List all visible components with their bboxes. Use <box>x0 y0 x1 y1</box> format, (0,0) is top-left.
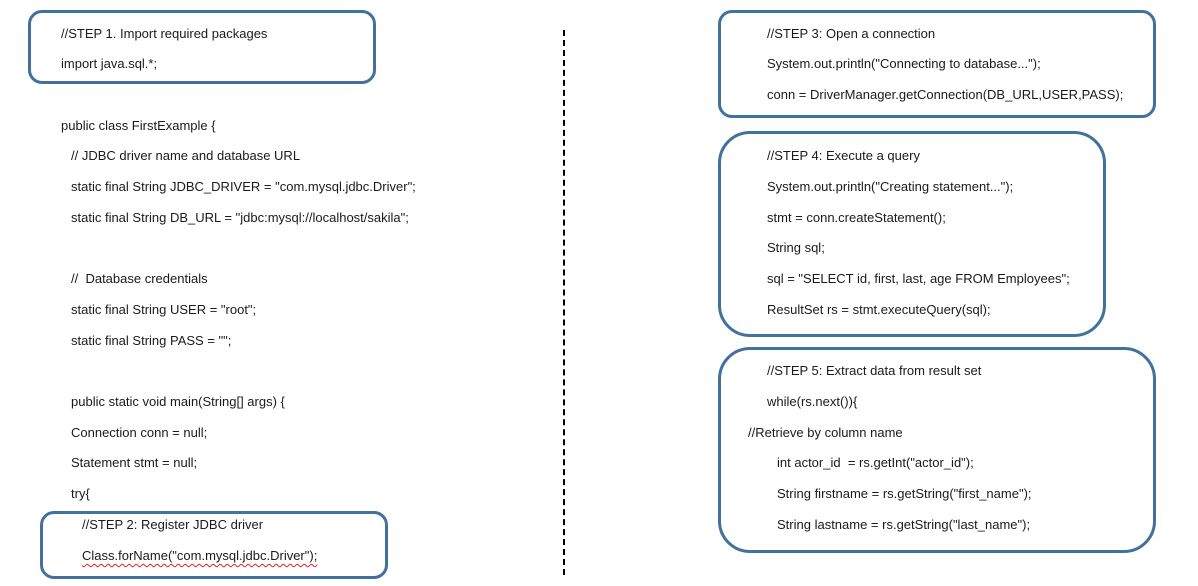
pass-line: static final String PASS = ""; <box>71 333 232 348</box>
step4-line: ResultSet rs = stmt.executeQuery(sql); <box>767 302 991 317</box>
jdbc-comment: // JDBC driver name and database URL <box>71 148 301 163</box>
import-line: import java.sql.*; <box>61 56 158 71</box>
step3-line: conn = DriverManager.getConnection(DB_UR… <box>767 87 1124 102</box>
step5-box <box>718 347 1156 553</box>
step3-line: System.out.println("Connecting to databa… <box>767 56 1041 71</box>
step3-comment: //STEP 3: Open a connection <box>767 26 936 41</box>
step4-line: String sql; <box>767 240 825 255</box>
step2-code: Class.forName("com.mysql.jdbc.Driver"); <box>82 548 318 563</box>
step5-comment: //STEP 5: Extract data from result set <box>767 363 982 378</box>
step4-line: stmt = conn.createStatement(); <box>767 210 946 225</box>
step5-line: String firstname = rs.getString("first_n… <box>777 486 1032 501</box>
credentials-comment: // Database credentials <box>71 271 208 286</box>
jdbc-driver-line: static final String JDBC_DRIVER = "com.m… <box>71 179 416 194</box>
step2-comment: //STEP 2: Register JDBC driver <box>82 517 264 532</box>
step3-box <box>718 10 1156 118</box>
try-line: try{ <box>71 486 90 501</box>
step4-box <box>718 131 1106 337</box>
conn-declaration: Connection conn = null; <box>71 425 208 440</box>
step5-line: int actor_id = rs.getInt("actor_id"); <box>777 455 974 470</box>
stmt-declaration: Statement stmt = null; <box>71 455 198 470</box>
step4-line: System.out.println("Creating statement..… <box>767 179 1014 194</box>
step4-comment: //STEP 4: Execute a query <box>767 148 920 163</box>
step4-line: sql = "SELECT id, first, last, age FROM … <box>767 271 1070 286</box>
class-declaration: public class FirstExample { <box>61 118 216 133</box>
column-divider <box>563 30 565 575</box>
user-line: static final String USER = "root"; <box>71 302 257 317</box>
step1-box <box>28 10 376 84</box>
step2-box <box>40 511 388 579</box>
main-declaration: public static void main(String[] args) { <box>71 394 285 409</box>
step1-comment: //STEP 1. Import required packages <box>61 26 268 41</box>
while-line: while(rs.next()){ <box>767 394 858 409</box>
retrieve-comment: //Retrieve by column name <box>748 425 903 440</box>
step5-line: String lastname = rs.getString("last_nam… <box>777 517 1031 532</box>
db-url-line: static final String DB_URL = "jdbc:mysql… <box>71 210 409 225</box>
